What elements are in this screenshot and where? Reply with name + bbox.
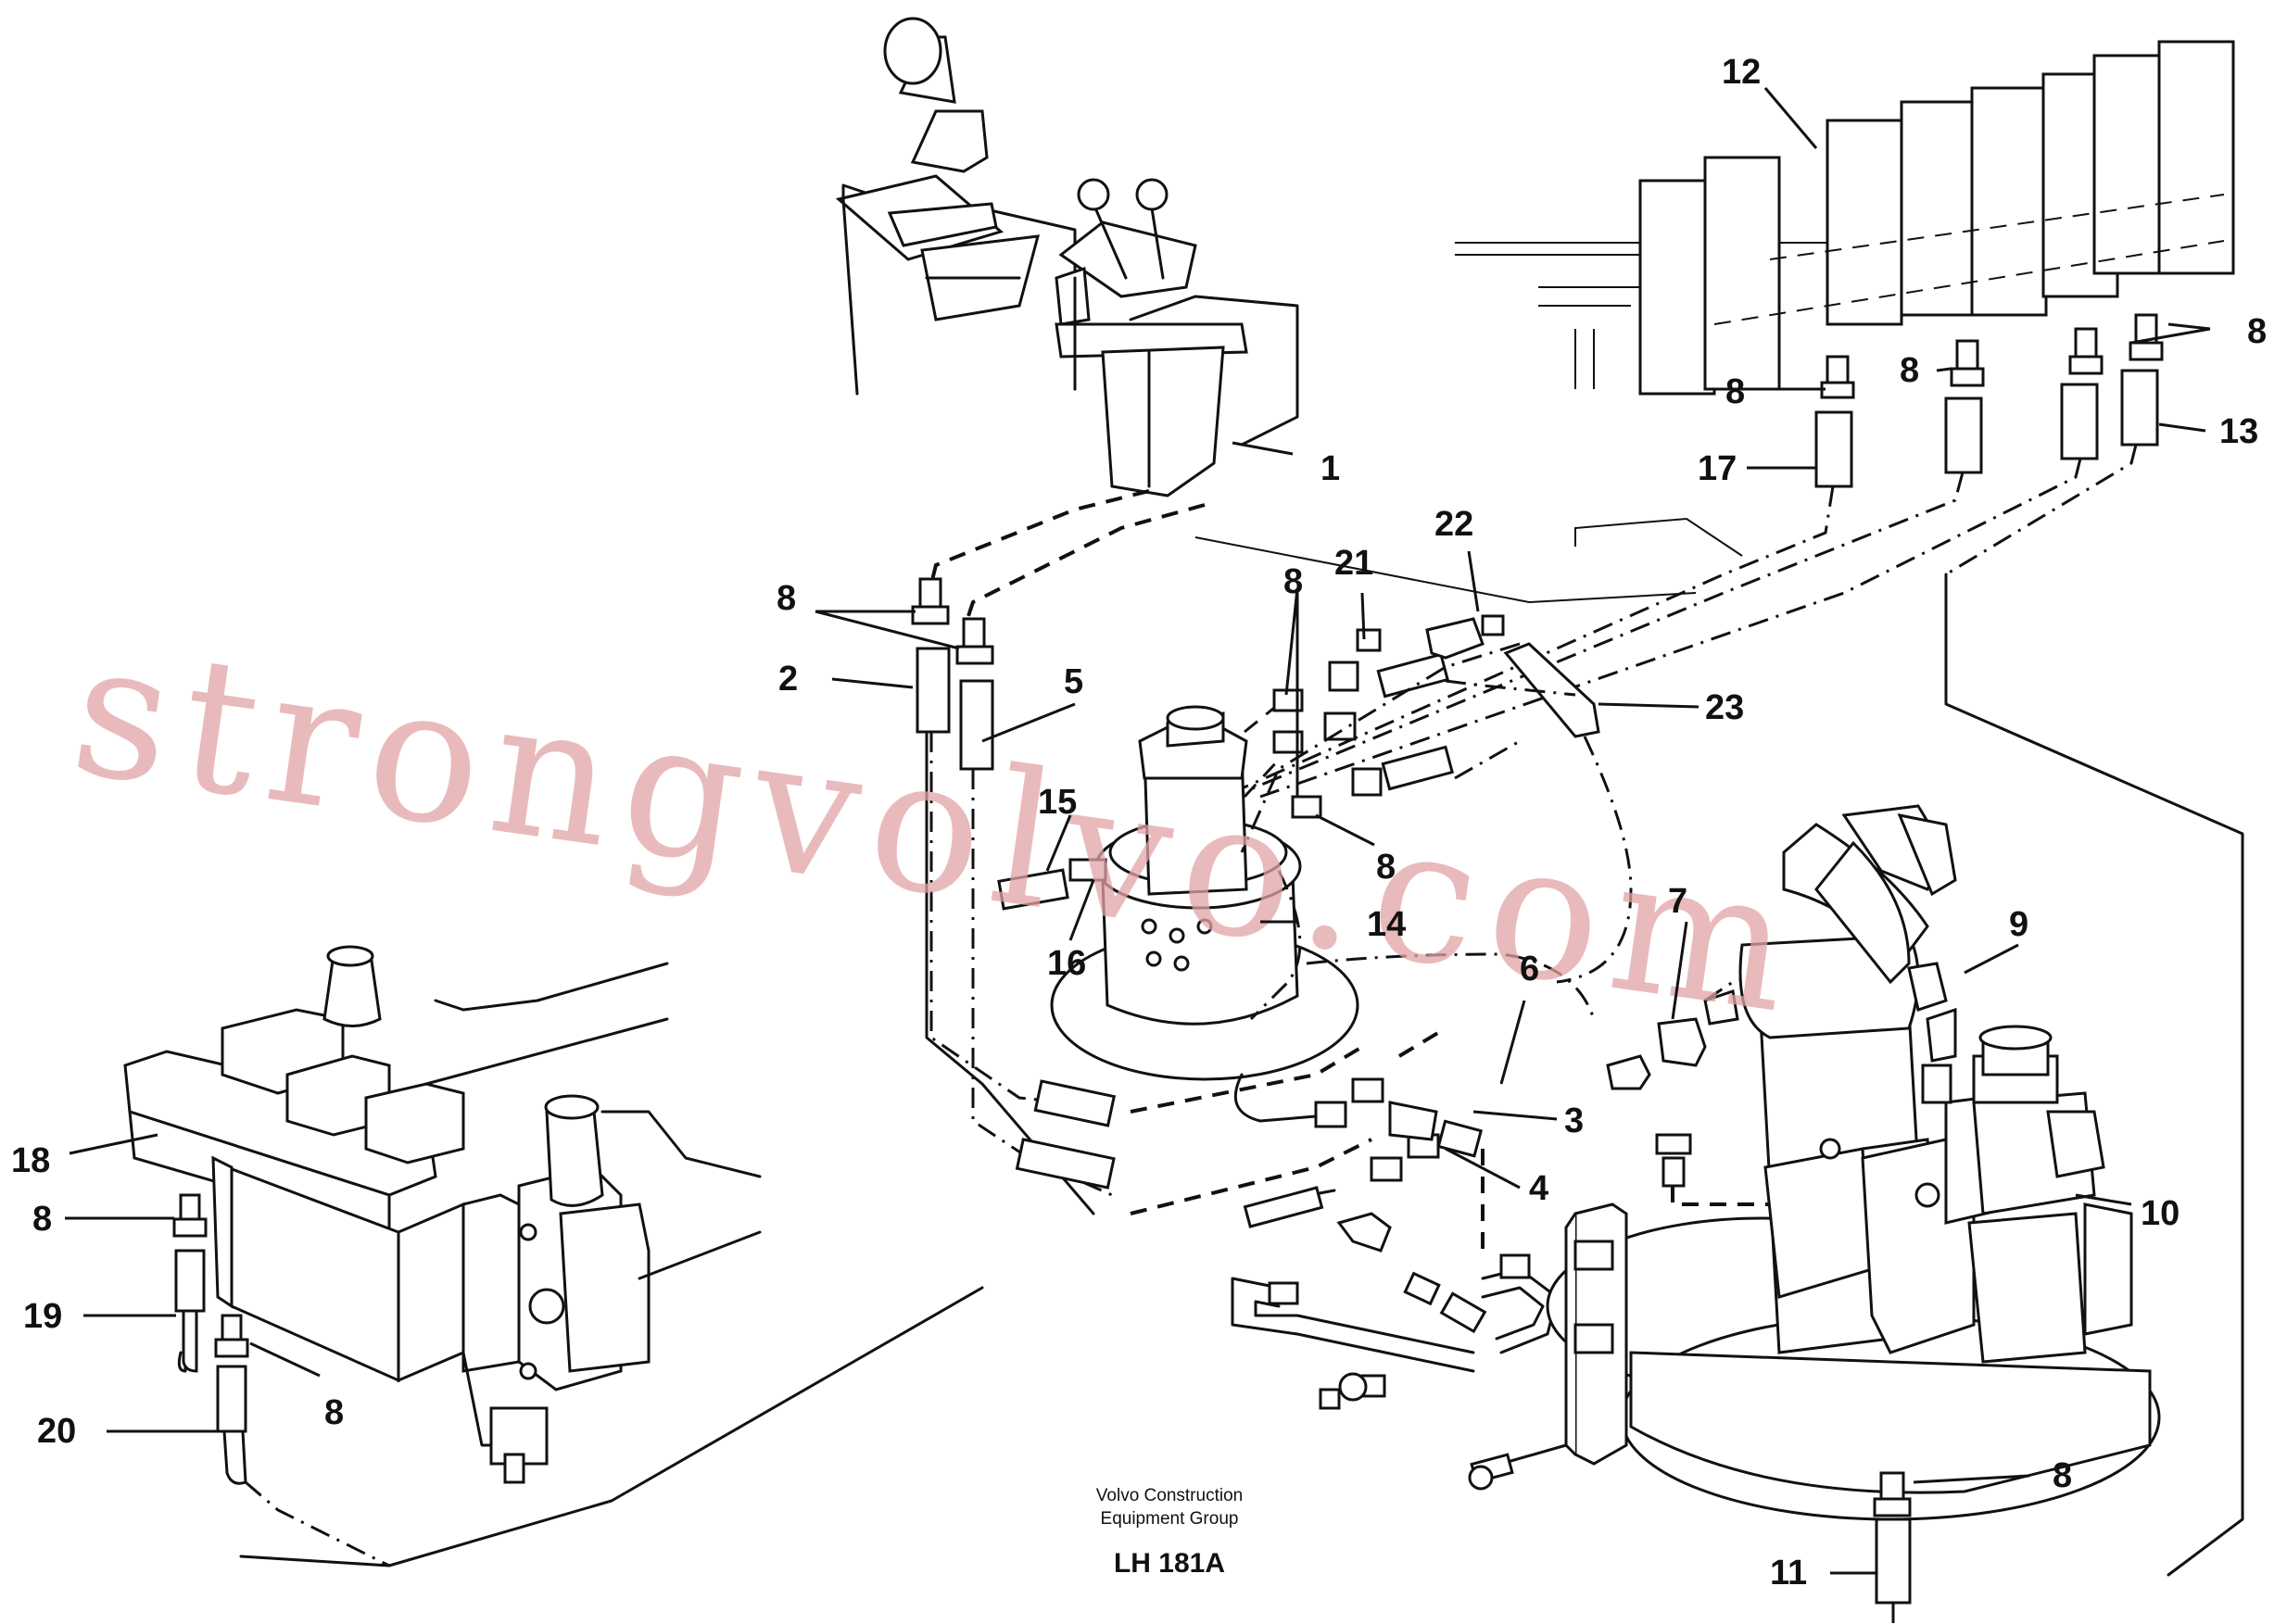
callout-13: 13 <box>2219 412 2258 451</box>
callout-18: 18 <box>11 1141 50 1180</box>
callout-5: 5 <box>1064 662 1083 701</box>
callout-19: 19 <box>23 1297 62 1336</box>
callout-14: 14 <box>1367 905 1406 944</box>
pilot-valve-hoses <box>172 1167 390 1567</box>
callout-leaders <box>65 87 2211 1575</box>
callout-8: 8 <box>1283 562 1303 601</box>
control-valve-block <box>1638 40 2235 396</box>
callout-8: 8 <box>1376 848 1396 887</box>
callout-22: 22 <box>1434 505 1473 544</box>
callout-23: 23 <box>1705 688 1744 727</box>
callout-1: 1 <box>1320 449 1340 488</box>
publisher-caption: Volvo Construction Equipment Group LH 18… <box>1096 1486 1243 1579</box>
callout-6: 6 <box>1520 950 1539 988</box>
joystick-control-unit <box>835 17 1299 497</box>
callout-20: 20 <box>37 1412 76 1451</box>
callout-7: 7 <box>1668 882 1687 921</box>
callout-16: 16 <box>1047 944 1086 983</box>
callout-12: 12 <box>1722 53 1761 92</box>
drawing-code: LH 181A <box>1114 1548 1225 1579</box>
caption-line-1: Volvo Construction <box>1096 1486 1243 1505</box>
callout-8: 8 <box>2053 1456 2072 1495</box>
callout-8: 8 <box>324 1393 344 1432</box>
mounting-bracket <box>1468 1202 1628 1491</box>
callout-labels: 12 8 8 8 13 17 1 8 2 5 22 21 8 23 15 8 1… <box>11 53 2267 1593</box>
callout-8: 8 <box>1725 372 1745 411</box>
callout-3: 3 <box>1564 1102 1584 1140</box>
callout-8: 8 <box>777 579 796 618</box>
callout-2: 2 <box>778 660 798 699</box>
callout-8: 8 <box>32 1200 52 1239</box>
slew-motor-assembly <box>1546 804 2161 1521</box>
callout-4: 4 <box>1529 1169 1548 1208</box>
callout-10: 10 <box>2141 1194 2180 1233</box>
rotary-swivel-valve <box>997 702 1359 1081</box>
callout-17: 17 <box>1698 449 1737 488</box>
pilot-valve-unit <box>123 945 762 1484</box>
pipe-tee-fittings <box>1231 962 1817 1410</box>
swivel-fittings <box>1240 614 1633 1021</box>
callout-9: 9 <box>2009 905 2028 944</box>
joystick-hoses <box>911 489 1372 1215</box>
caption-line-2: Equipment Group <box>1101 1509 1239 1529</box>
callout-11: 11 <box>1770 1554 1807 1593</box>
slew-motor-hoses <box>1873 1471 1912 1624</box>
frame-outline <box>239 183 2244 1577</box>
callout-8: 8 <box>1900 351 1919 390</box>
callout-21: 21 <box>1334 544 1373 583</box>
callout-8: 8 <box>2247 312 2267 351</box>
callout-15: 15 <box>1038 783 1077 822</box>
